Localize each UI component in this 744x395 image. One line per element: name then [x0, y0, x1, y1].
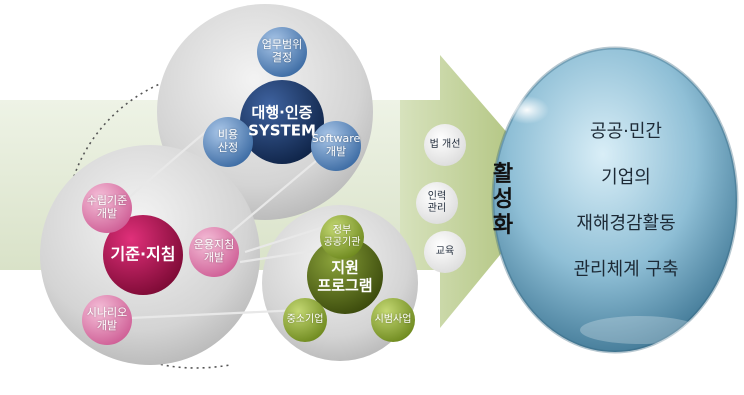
- goal-line-4: 관리체계 구축: [573, 259, 679, 280]
- activation-law-label: 법 개선: [429, 139, 461, 151]
- activation-law-node: [424, 124, 466, 166]
- support-gov-node: [320, 215, 364, 259]
- system-cost-node: [203, 117, 253, 167]
- standards-model-node: [82, 183, 132, 233]
- support-pilot-node: [371, 298, 415, 342]
- standards-scenario-label: 시나리오 개발: [86, 306, 128, 332]
- activation-hr-node: [416, 182, 458, 224]
- system-title: 대행·인증 SYSTEM: [248, 103, 316, 139]
- standards-model-label: 수립기준 개발: [86, 194, 128, 220]
- system-cost-label: 비용 산정: [217, 128, 239, 154]
- support-sme-label: 중소기업: [286, 314, 324, 326]
- support-title: 지원 프로그램: [317, 258, 373, 294]
- goal-drop: [493, 48, 737, 352]
- system-scope-node: [257, 27, 307, 77]
- goal-line-1: 공공·민간: [590, 121, 662, 142]
- activation-label: 활 성 화: [492, 162, 514, 238]
- goal-drop-rim: [491, 46, 739, 354]
- activation-edu-label: 교육: [435, 246, 455, 258]
- standards-ops-label: 운용지침 개발: [193, 238, 235, 264]
- support-sme-node: [283, 298, 327, 342]
- standards-title: 기준·지침: [110, 244, 176, 264]
- activation-edu-node: [424, 231, 466, 273]
- standards-ops-node: [189, 227, 239, 277]
- system-core-node: [240, 80, 324, 164]
- goal-drop-highlight: [505, 96, 549, 124]
- standards-core-node: [103, 215, 183, 295]
- system-scope-label: 업무범위 결정: [261, 38, 303, 64]
- system-software-label: Software 개발: [311, 132, 361, 158]
- support-core-node: [307, 238, 383, 314]
- activation-hr-label: 인력 관리: [427, 191, 447, 214]
- system-software-node: [311, 121, 361, 171]
- support-gov-label: 정부 공공기관: [323, 225, 361, 248]
- goal-drop-shine: [580, 316, 700, 344]
- goal-line-3: 재해경감활동: [576, 213, 676, 234]
- support-pilot-label: 시범사업: [374, 314, 412, 326]
- connector-lines: [119, 127, 336, 320]
- goal-line-2: 기업의: [601, 167, 651, 188]
- standards-scenario-node: [82, 295, 132, 345]
